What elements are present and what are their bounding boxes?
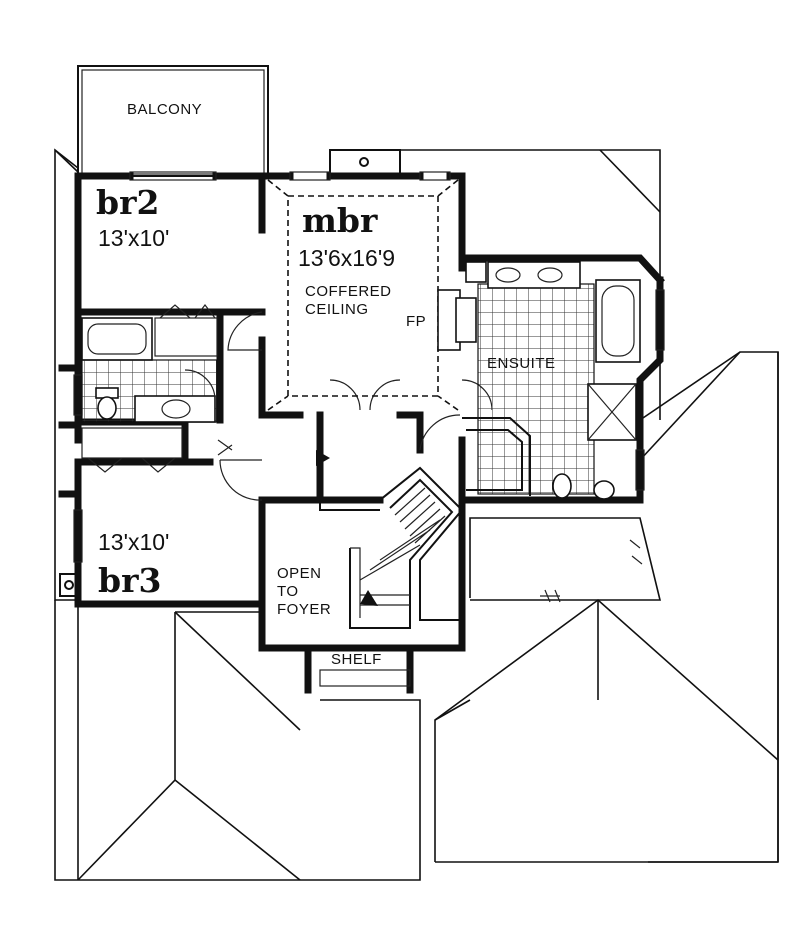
balcony-label: BALCONY <box>127 101 202 118</box>
stair <box>316 450 464 629</box>
ceiling-label: CEILING <box>305 301 369 318</box>
coffered-label: COFFERED <box>305 283 392 300</box>
br3-label: br3 <box>98 561 161 600</box>
corner-vent <box>59 573 79 597</box>
shelf-label: SHELF <box>331 651 382 668</box>
coffered-ceiling <box>267 179 487 411</box>
br2-label: br2 <box>96 183 159 222</box>
br3-size: 13'x10' <box>98 529 169 555</box>
room-labels: BALCONY br2 13'x10' mbr 13'6x16'9 COFFER… <box>96 101 556 668</box>
br2-size: 13'x10' <box>98 225 169 251</box>
foyer-label: FOYER <box>277 601 331 618</box>
windows <box>73 171 665 687</box>
ensuite-fixtures <box>462 261 641 500</box>
fireplace-label: FP <box>406 313 426 330</box>
mbr-label: mbr <box>302 201 378 240</box>
balcony <box>77 65 269 177</box>
br3-closet <box>81 427 183 473</box>
hall-bathroom <box>81 304 218 423</box>
mbr-size: 13'6x16'9 <box>298 245 395 271</box>
ensuite-label: ENSUITE <box>487 355 556 372</box>
open-label: OPEN <box>277 565 322 582</box>
to-label: TO <box>277 583 299 600</box>
roof-lines <box>54 148 779 881</box>
walls <box>58 149 665 694</box>
